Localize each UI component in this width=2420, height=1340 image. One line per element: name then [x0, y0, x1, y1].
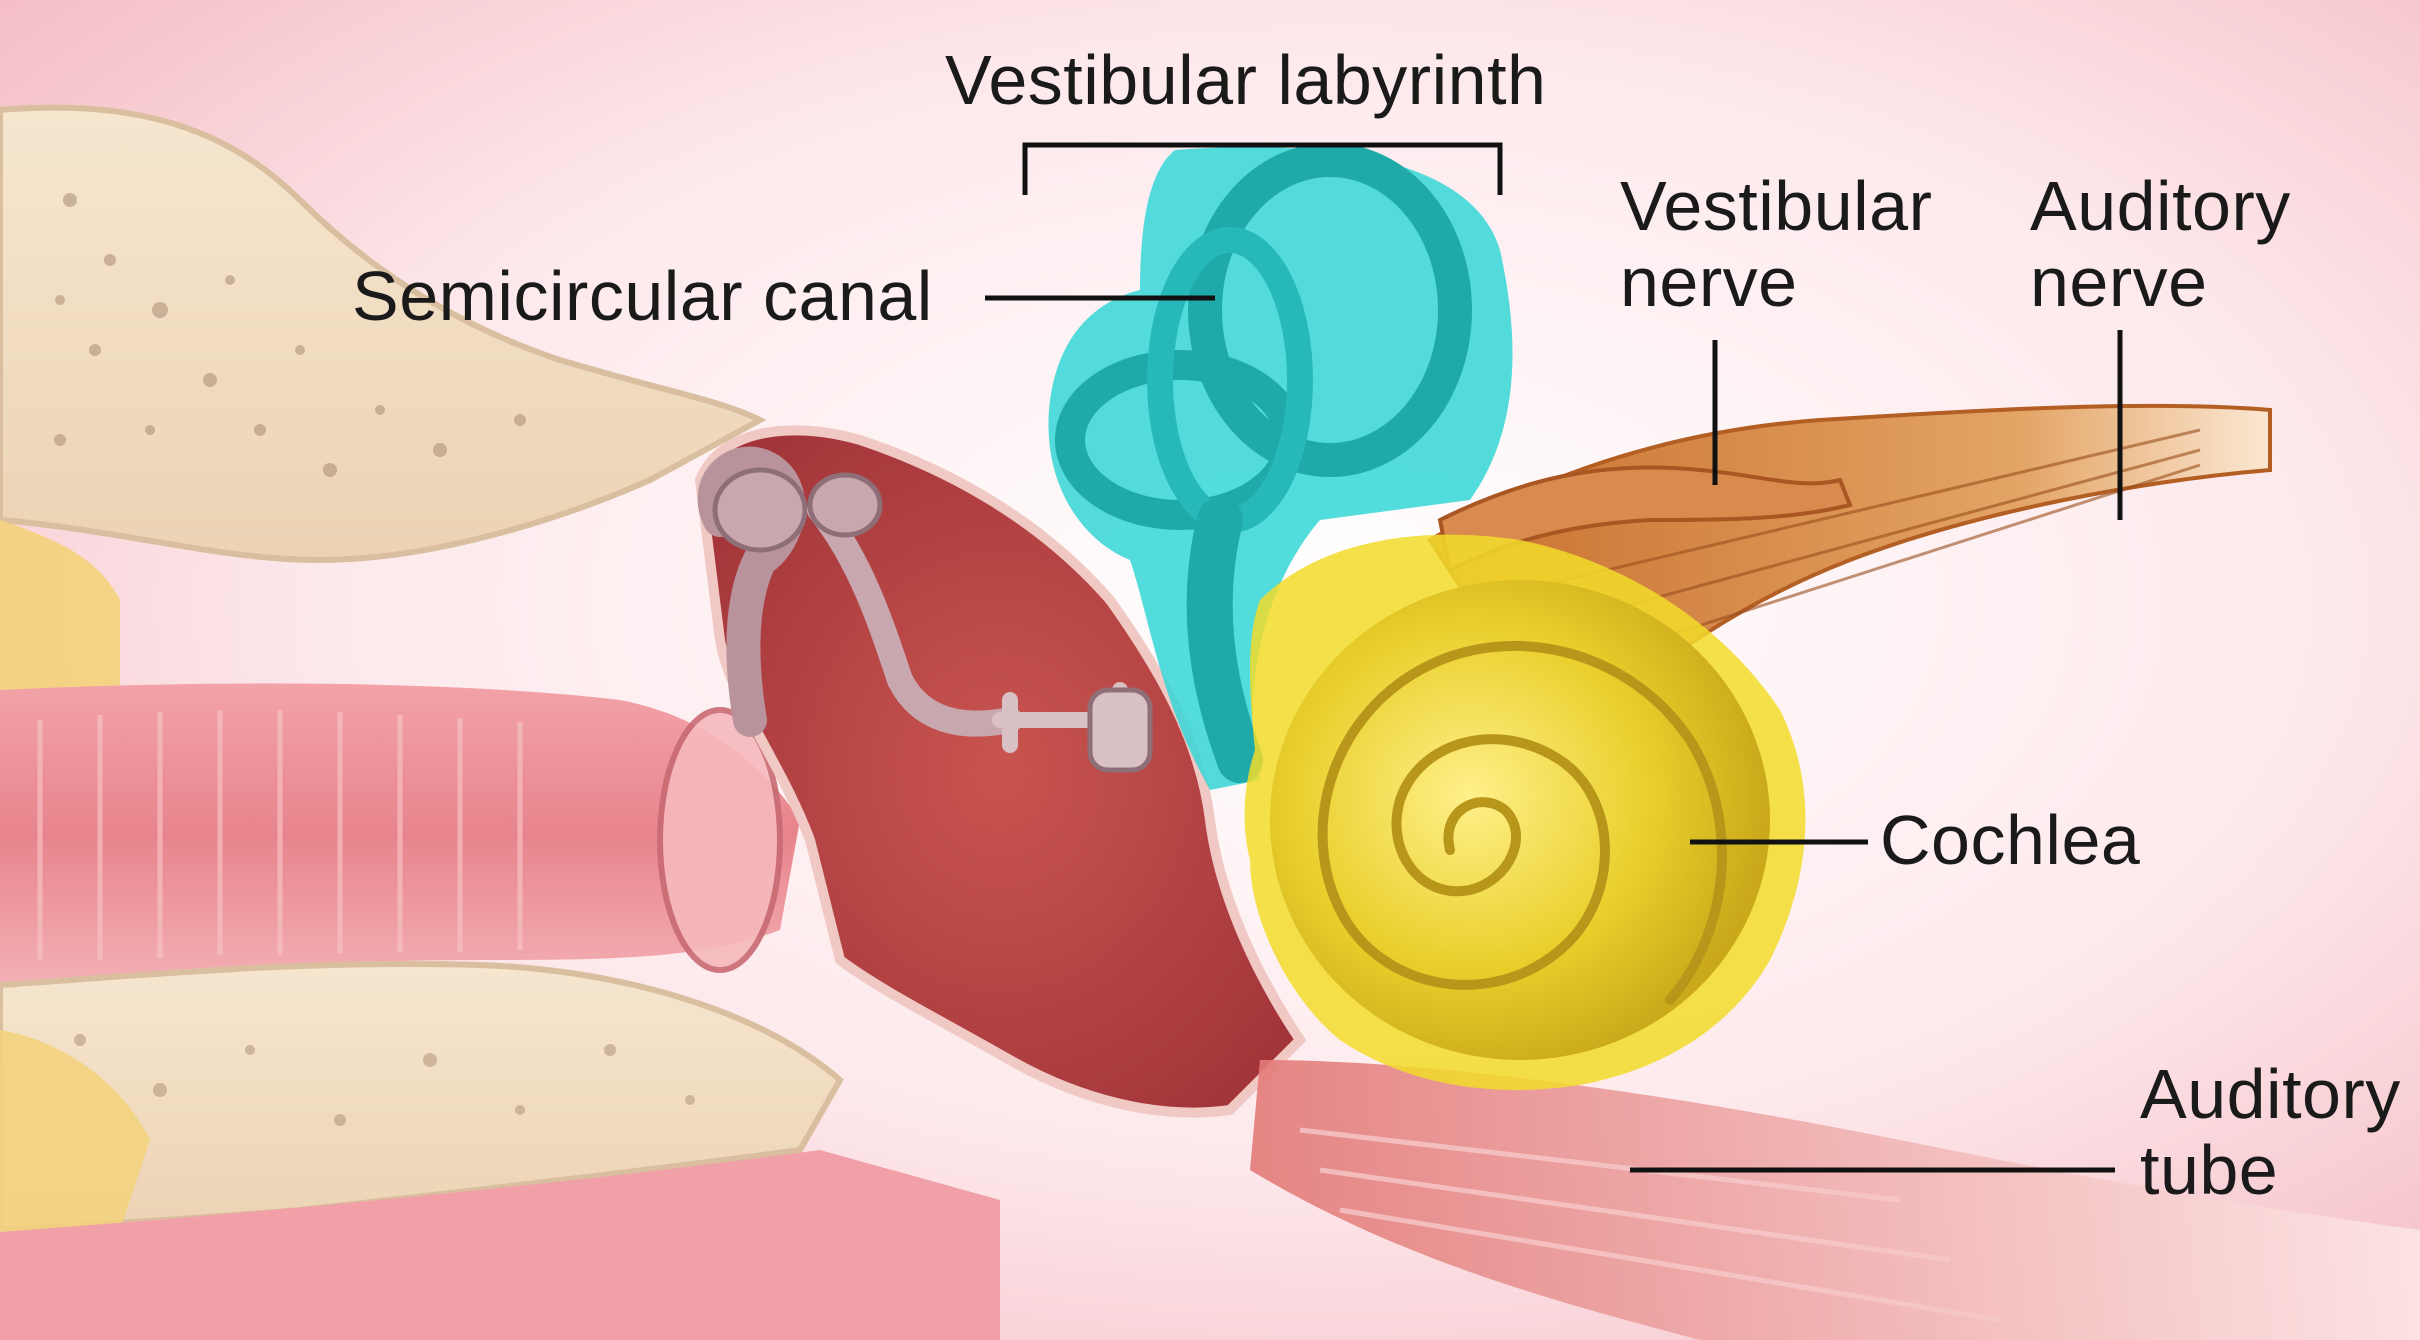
label-auditory-nerve-line2: nerve	[2030, 244, 2291, 320]
label-vestibular-nerve: Vestibular nerve	[1620, 168, 1932, 320]
label-auditory-tube-line2: tube	[2140, 1132, 2401, 1208]
label-auditory-nerve-line1: Auditory	[2030, 168, 2291, 244]
label-vestibular-labyrinth: Vestibular labyrinth	[945, 42, 1546, 118]
label-semicircular-canal: Semicircular canal	[352, 258, 933, 334]
label-auditory-nerve: Auditory nerve	[2030, 168, 2291, 320]
label-vestibular-nerve-line2: nerve	[1620, 244, 1932, 320]
label-auditory-tube-line1: Auditory	[2140, 1056, 2401, 1132]
label-auditory-tube: Auditory tube	[2140, 1056, 2401, 1208]
label-cochlea: Cochlea	[1880, 802, 2140, 878]
label-vestibular-nerve-line1: Vestibular	[1620, 168, 1932, 244]
cochlea-body	[1270, 580, 1770, 1060]
